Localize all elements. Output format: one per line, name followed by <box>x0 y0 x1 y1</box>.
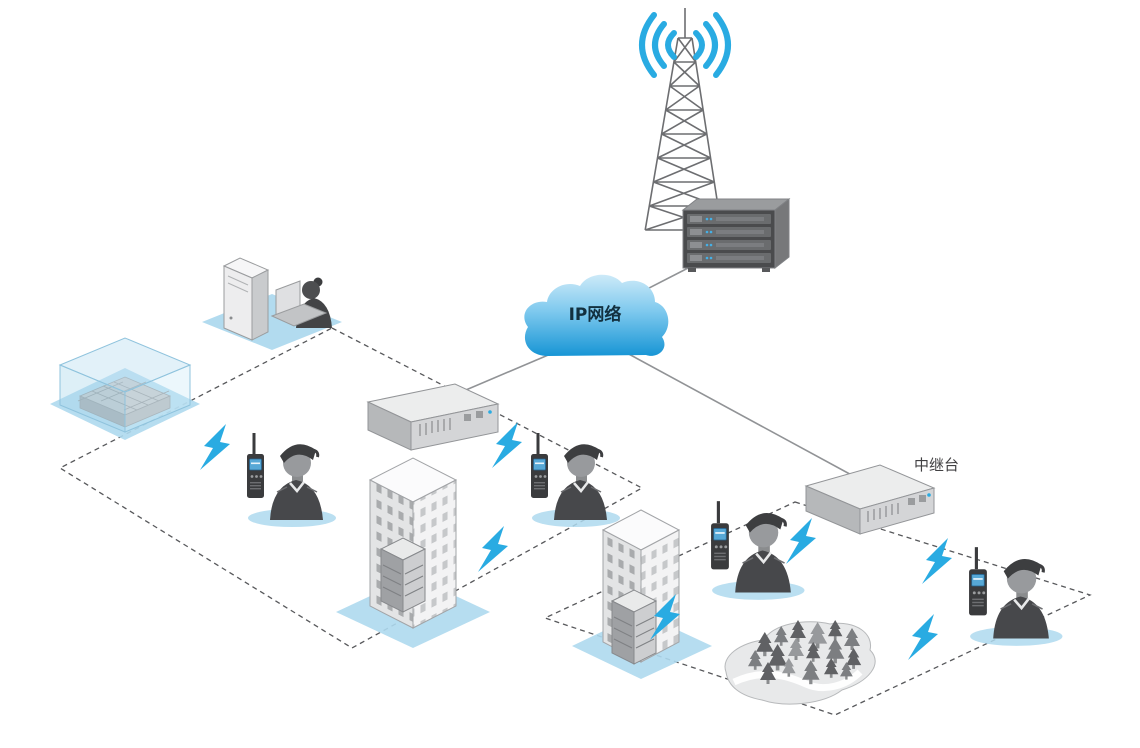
guard-with-radio-3 <box>709 499 807 602</box>
guard-with-radio-2 <box>529 431 622 529</box>
pc-tower <box>222 257 270 341</box>
lightning-bolt-icon-5 <box>786 518 816 564</box>
repeater-right-label: 中继台 <box>914 456 959 474</box>
wifi-waves-right-icon <box>693 12 731 78</box>
link-cloud-right-repeater <box>624 351 871 486</box>
building-left-kiosk <box>379 537 427 613</box>
repeater-right <box>804 464 936 535</box>
base-station-rack <box>681 197 791 272</box>
building-left <box>336 457 490 648</box>
wifi-waves-left-icon <box>639 12 677 78</box>
dispatcher-monitor <box>270 280 328 327</box>
lightning-bolt-icon-6 <box>922 538 952 584</box>
building-right <box>572 509 712 679</box>
ip-network-label: IP网络 <box>569 304 622 325</box>
building-right-kiosk <box>610 589 658 665</box>
dispatcher-workstation <box>202 257 342 350</box>
ip-network-cloud: IP网络 <box>524 274 669 356</box>
gateway-glass-case <box>50 337 200 440</box>
guard-with-radio-1 <box>245 431 338 529</box>
lightning-bolt-icon-7 <box>908 614 938 660</box>
guard-with-radio-4 <box>967 545 1065 648</box>
repeater-left <box>366 383 500 451</box>
antenna-tower <box>644 8 723 231</box>
lightning-bolt-icon-1 <box>200 424 230 470</box>
forest-area <box>724 620 876 705</box>
